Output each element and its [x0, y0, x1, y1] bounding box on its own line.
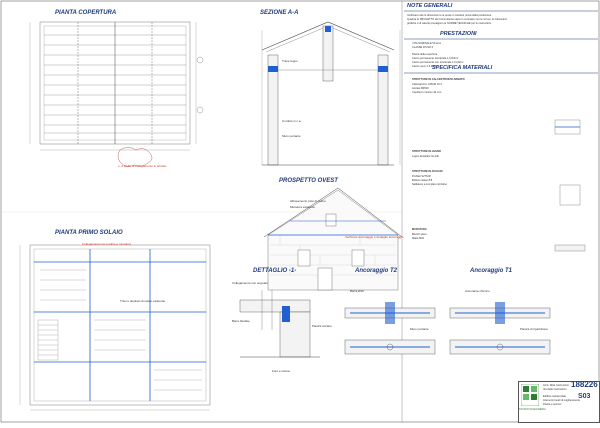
specifica-line: STRUTTURE IN CALCESTRUZZO ARMATO — [412, 78, 465, 81]
red-note-2: Verificare ancoraggio e dettaglio ancora… — [345, 235, 404, 239]
ancoraggio-t2-drawing — [344, 302, 436, 355]
ancoraggio-note-1: Barra Ø16 — [350, 289, 364, 293]
revision-cloud — [117, 147, 153, 167]
dettaglio-note-3: Piastra acciaio — [312, 324, 332, 328]
logo-caption: STUDIO INGEGNERIA — [519, 408, 546, 411]
specifica-line: STRUTTURE IN ACCIAIO — [412, 170, 443, 173]
prestazioni-line: Carico neve 1,5 kN/m² — [412, 65, 438, 68]
title-ancoraggio-t2: Ancoraggio T2 — [355, 268, 398, 274]
company-line: Via delle Costruzioni — [543, 388, 567, 391]
prospetto-note-1: Allineamento travi di colmo — [290, 199, 326, 203]
prestazioni-line: Carico permanente non strutturale 1,0 kN… — [412, 61, 464, 64]
sezione-note-3: Muro portante — [282, 134, 301, 138]
note-generale-line: Verificare tutte le dimensioni e le quot… — [407, 14, 492, 17]
specifica-line: STRUTTURE IN LEGNO — [412, 150, 441, 153]
dettaglio-note-4: Foro e resina — [272, 369, 290, 373]
title-prospetto: PROSPETTO OVEST — [279, 178, 338, 184]
project-line: Interventi locali di miglioramento — [543, 399, 581, 402]
pianta-solaio-drawing — [19, 244, 211, 411]
studio-logo-icon — [521, 384, 539, 406]
project-line: Pianta e sezioni — [543, 403, 562, 406]
specifica-line: Malta M10 — [412, 237, 425, 240]
specifica-line: Saldature a completo ripristino — [412, 183, 448, 186]
title-pianta-copertura: PIANTA COPERTURA — [55, 10, 117, 16]
note-generale-line: Qualora le PROGETTO del Committente sian… — [407, 18, 507, 21]
sezione-note-2: Cordolo in c.a. — [282, 119, 302, 123]
title-ancoraggio-t1: Ancoraggio T1 — [470, 268, 513, 274]
sheet-number: S03 — [578, 393, 591, 400]
ancoraggio-note-4: Piastra di ripartizione — [520, 327, 549, 331]
specifica-line: Copriferro minimo 30 mm — [412, 91, 442, 94]
notes-heading-generali: NOTE GENERALI — [407, 3, 453, 9]
prestazioni-line: CLASSE D'USO II — [412, 46, 434, 49]
specifica-line: Bulloni classe 8.8 — [412, 179, 433, 182]
ancoraggio-t1-drawing — [449, 302, 551, 355]
pianta-copertura-drawing — [29, 21, 204, 151]
red-note-1: n. 2 staffe di collegamento in acciaio — [118, 164, 167, 168]
ancoraggio-note-3: Ancorante chimico — [465, 289, 490, 293]
notes-heading-specifica: SPECIFICA MATERIALI — [432, 65, 493, 71]
prestazioni-line: VITA NOMINALE 50 anni — [412, 42, 441, 45]
dettaglio-note-2: Barre filettate — [232, 319, 250, 323]
specifica-line: Legno lamellare GL24h — [412, 155, 439, 158]
specifica-line: Profilati S275JR — [412, 175, 431, 178]
sezione-drawing — [261, 21, 401, 166]
solaio-note: Travi e tavolato di solaio esistente — [120, 299, 166, 303]
prospetto-note-2: Muratura esistente — [290, 205, 315, 209]
notes-heading-prestazioni: PRESTAZIONI — [440, 31, 477, 37]
sezione-note-1: Trave legno — [282, 59, 298, 63]
red-note-3: Collegamento tra cordolo e muratura — [82, 242, 131, 246]
ancoraggio-note-2: Muro portante — [410, 327, 429, 331]
company-line: Arch. Ditta Costruzioni — [543, 384, 569, 387]
specifica-line: Calcestruzzo C25/30 XC1 — [412, 83, 442, 86]
specifica-line: Acciaio B450C — [412, 87, 430, 90]
notes-detail-sketch — [554, 119, 586, 252]
specifica-line: Blocchi pieni — [412, 233, 427, 236]
specifica-line: MURATURA — [412, 228, 427, 231]
prestazioni-line: Pianta della copertura — [412, 53, 438, 56]
drawing-code: 188226 — [571, 380, 598, 389]
prospetto-drawing — [263, 187, 403, 291]
title-pianta-solaio: PIANTA PRIMO SOLAIO — [55, 230, 123, 236]
project-line: Edificio residenziale — [543, 395, 566, 398]
title-sezione: SEZIONE A-A — [260, 10, 299, 16]
title-dettaglio: DETTAGLIO -1- — [253, 268, 297, 274]
note-generale-line: grafiche e di calcolo prevalgono le NORM… — [407, 22, 492, 25]
prestazioni-line: Carico permanente strutturale 1,5 kN/m² — [412, 57, 459, 60]
dettaglio-drawing — [239, 290, 320, 358]
dettaglio-note-1: Collegamento con angolari — [232, 281, 268, 285]
